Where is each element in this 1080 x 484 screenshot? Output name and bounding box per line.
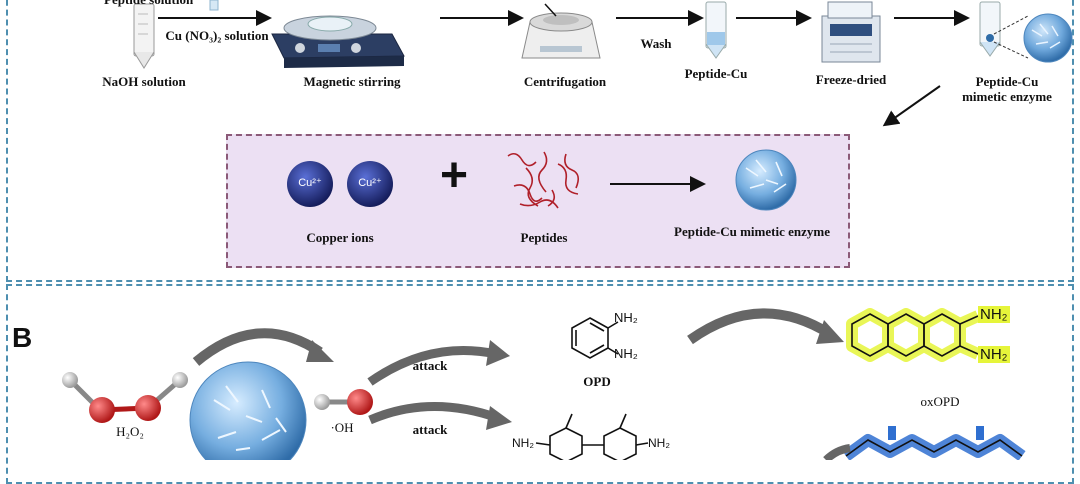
formation-mechanism-graphic <box>287 149 797 211</box>
copper-ion-1-label: Cu²⁺ <box>298 177 322 189</box>
tmb-nh2-right: NH₂ <box>648 436 670 450</box>
peptide-cu-enzyme-icon <box>189 361 307 460</box>
mimetic-enzyme-product-icon <box>735 149 797 211</box>
cu-solution-label: Cu (NO₃)₂ solution <box>165 28 269 43</box>
naoh-solution-label: NaOH solution <box>102 74 186 89</box>
oh-radical-label: ·OH <box>330 420 354 435</box>
tmb-structure-icon <box>535 413 649 460</box>
centrifuge-icon <box>521 3 601 59</box>
freeze-dried-label: Freeze-dried <box>815 72 887 87</box>
peptides-label: Peptides <box>520 230 568 245</box>
opd-nh2-top: NH₂ <box>614 310 638 325</box>
tmb-oxidation-arrow <box>823 444 851 460</box>
naoh-tube-icon <box>133 3 155 69</box>
arrow-to-mechanism <box>882 85 941 127</box>
centrifugation-label: Centrifugation <box>523 74 607 89</box>
copper-ion-1-icon <box>287 161 333 207</box>
copper-ion-2-icon <box>347 161 393 207</box>
opd-label: OPD <box>583 374 611 389</box>
opd-oxidation-arrow <box>687 308 833 345</box>
tmb-nh2-left: NH₂ <box>512 436 534 450</box>
attack-label-2: attack <box>412 422 448 437</box>
opd-structure-icon <box>571 317 619 359</box>
product-label: Peptide-Cu mimetic enzyme <box>674 224 830 239</box>
h2o2-molecule-icon <box>62 372 188 423</box>
peptide-cu-label: Peptide-Cu <box>684 66 748 81</box>
panel-a-frame <box>6 0 1074 282</box>
mimetic-enzyme-label-line2: mimetic enzyme <box>962 89 1052 104</box>
opd-nh2-bottom: NH₂ <box>614 346 638 361</box>
panel-b-letter: B <box>12 322 33 353</box>
wash-label: Wash <box>640 36 672 51</box>
h2o2-to-oh-arrow <box>192 328 323 366</box>
attack-arrow-1 <box>367 346 497 386</box>
attack-label-1: attack <box>412 358 448 373</box>
mimetic-enzyme-label-line1: Peptide-Cu <box>975 74 1039 89</box>
copper-ion-2-label: Cu²⁺ <box>358 177 382 189</box>
magnetic-stirrer-icon <box>271 15 405 68</box>
peptide-cu-tube-icon <box>705 1 727 59</box>
synthesis-workflow <box>133 0 1073 127</box>
oxtmb-structure-icon <box>842 426 1026 460</box>
enzyme-zoom-icon <box>1023 13 1073 63</box>
hydroxyl-radical-icon <box>314 389 373 415</box>
attack-arrow-2 <box>368 402 500 425</box>
copper-ions-label: Copper ions <box>306 230 374 245</box>
oxopd-nh2-top: NH₂ <box>978 306 1010 323</box>
plus-sign: + <box>439 149 469 202</box>
h2o2-label: H₂O₂ <box>116 424 144 439</box>
freeze-dryer-icon <box>821 1 881 63</box>
mimetic-enzyme-tube-icon <box>979 1 1029 59</box>
peptides-icon <box>507 151 580 209</box>
oxopd-nh2-bottom: NH₂ <box>978 346 1010 363</box>
magnetic-stirring-label: Magnetic stirring <box>303 74 401 89</box>
oxopd-label: oxOPD <box>920 394 960 409</box>
peptide-solution-label: Peptide solution <box>104 0 193 8</box>
catalysis-graphic <box>62 308 1026 460</box>
dropper-icon <box>209 0 219 11</box>
oxopd-structure-icon <box>846 308 981 362</box>
